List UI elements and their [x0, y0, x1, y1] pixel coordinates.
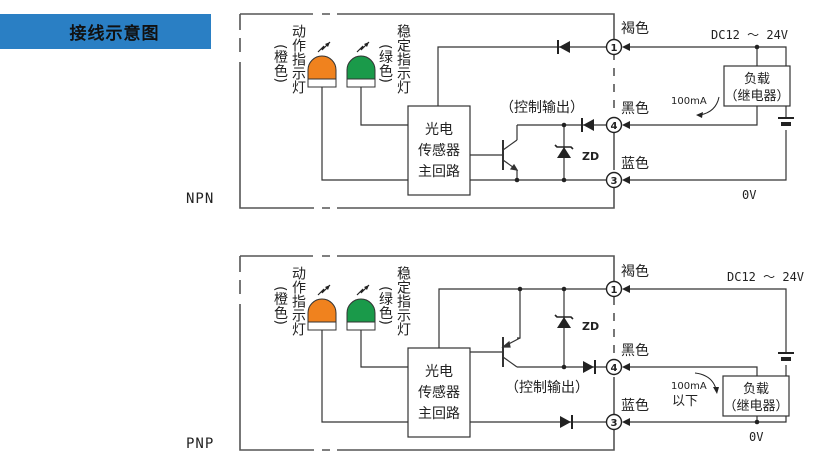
- pnp-battery-icon: [778, 352, 794, 361]
- svg-text:主回路: 主回路: [418, 406, 460, 422]
- pnp-circuit-box: 光电 传感器 主回路: [407, 347, 471, 438]
- svg-text:光电: 光电: [425, 364, 453, 380]
- npn-housing-outline: [239, 13, 615, 209]
- npn-zener-label: ZD: [582, 150, 599, 163]
- pnp-control-output-label: （控制输出）: [505, 380, 589, 396]
- svg-text:1: 1: [611, 285, 618, 296]
- npn-diode-black: [581, 118, 594, 132]
- section-title: 接线示意图: [69, 24, 160, 44]
- npn-supply-label: DC12 ～ 24V: [711, 28, 788, 42]
- pnp-current-arrow-icon: [694, 372, 717, 390]
- npn-terminal-1: 1: [605, 38, 630, 56]
- npn-action-led: [307, 41, 337, 88]
- pnp-wires: [321, 288, 787, 423]
- npn-wire-blue-label: 蓝色: [621, 155, 649, 172]
- npn-wire-black-label: 黑色: [621, 100, 649, 117]
- npn-stable-led-color: (绿色): [377, 44, 393, 83]
- pnp-type-label: PNP: [186, 436, 214, 452]
- svg-text:3: 3: [611, 176, 618, 187]
- pnp-terminal-4: 4: [605, 358, 630, 376]
- npn-stable-led-label: 稳定指示灯: [395, 24, 411, 95]
- svg-text:负载: 负载: [744, 72, 770, 87]
- npn-transistor: [502, 139, 519, 171]
- pnp-wire-black-label: 黑色: [621, 342, 649, 359]
- npn-circuit-box: 光电 传感器 主回路: [407, 105, 471, 196]
- npn-load-box: 负载 （继电器）: [723, 65, 791, 107]
- pnp-ground-label: 0V: [749, 430, 763, 444]
- npn-wire-brown-label: 褐色: [621, 20, 649, 37]
- pnp-wire-brown-label: 褐色: [621, 263, 649, 280]
- npn-action-led-color: (橙色): [272, 44, 288, 83]
- pnp-housing-outline: [239, 255, 615, 451]
- svg-text:光电: 光电: [425, 122, 453, 138]
- pnp-action-led-label: 动作指示灯: [290, 266, 306, 337]
- svg-text:1: 1: [611, 43, 618, 54]
- pnp-diode-black: [583, 360, 596, 374]
- svg-text:4: 4: [611, 363, 618, 374]
- pnp-wire-blue-label: 蓝色: [621, 397, 649, 414]
- npn-zener-diode: [554, 144, 574, 158]
- pnp-transistor: [501, 337, 521, 368]
- svg-text:传感器: 传感器: [418, 384, 460, 401]
- pnp-zener-diode: [554, 314, 574, 328]
- pnp-current-suffix: 以下: [672, 394, 698, 409]
- section-title-bar: 接线示意图: [0, 14, 211, 49]
- pnp-load-box: 负载 （继电器）: [722, 375, 790, 417]
- pnp-current-label: 100mA: [671, 381, 707, 392]
- npn-terminal-3: 3: [605, 171, 630, 189]
- svg-text:传感器: 传感器: [418, 142, 460, 159]
- npn-control-output-label: （控制输出）: [500, 100, 584, 116]
- pnp-stable-led-color: (绿色): [377, 286, 393, 325]
- npn-terminal-4: 4: [605, 116, 630, 134]
- npn-diode-brown: [557, 40, 570, 54]
- svg-text:主回路: 主回路: [418, 164, 460, 180]
- pnp-diode-blue: [560, 415, 573, 429]
- pnp-terminal-1: 1: [605, 280, 630, 298]
- svg-text:4: 4: [611, 121, 618, 132]
- svg-text:（继电器）: （继电器）: [723, 399, 788, 414]
- npn-type-label: NPN: [186, 191, 214, 207]
- npn-ground-label: 0V: [742, 188, 756, 202]
- npn-current-label: 100mA: [671, 96, 707, 107]
- svg-text:（继电器）: （继电器）: [724, 89, 789, 104]
- pnp-diagram: PNP 动作指示灯 (橙色) 稳定指示灯 (绿色): [186, 255, 804, 452]
- pnp-terminal-3: 3: [605, 413, 630, 431]
- pnp-stable-led-label: 稳定指示灯: [395, 266, 411, 337]
- npn-diagram: NPN 动作指示灯 (橙色) 稳定指示灯 (绿色): [186, 13, 794, 209]
- npn-action-led-label: 动作指示灯: [290, 24, 306, 95]
- npn-battery-icon: [778, 117, 794, 126]
- pnp-supply-label: DC12 ～ 24V: [727, 270, 804, 284]
- npn-stable-led: [346, 41, 376, 88]
- pnp-zener-label: ZD: [582, 320, 599, 333]
- pnp-action-led: [307, 284, 337, 331]
- pnp-action-led-color: (橙色): [272, 286, 288, 325]
- pnp-stable-led: [346, 284, 376, 331]
- svg-text:负载: 负载: [743, 382, 769, 397]
- svg-text:3: 3: [611, 418, 618, 429]
